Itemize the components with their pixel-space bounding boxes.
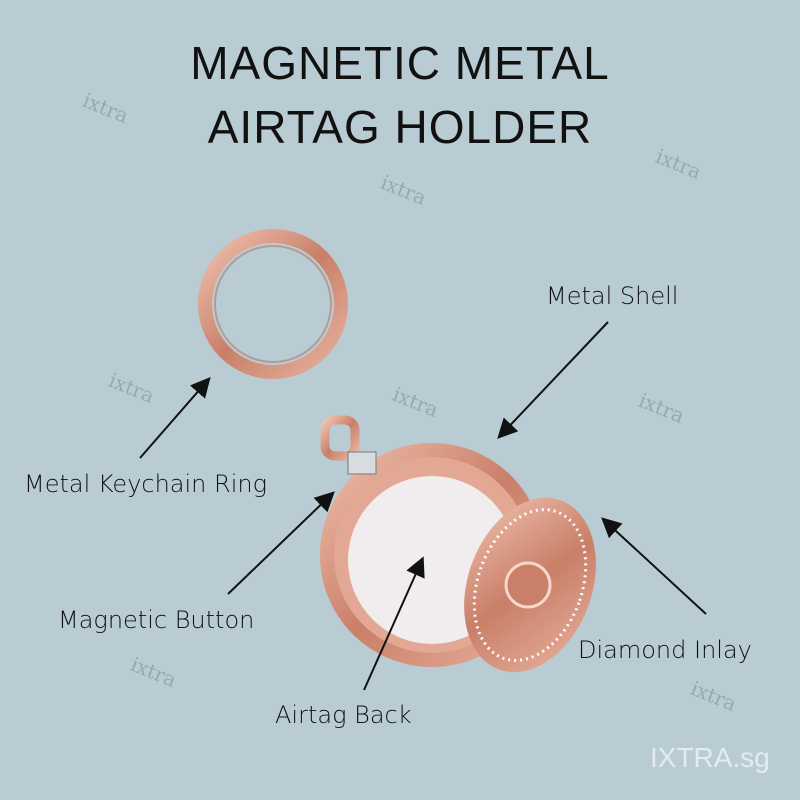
keychain-ring [198, 229, 348, 379]
label-magnetic-button: Magnetic Button [58, 606, 255, 634]
label-airtag-back: Airtag Back [275, 701, 412, 729]
label-diamond-inlay: Diamond Inlay [578, 636, 752, 664]
arrow-button [227, 491, 335, 595]
arrow-shell [497, 321, 609, 439]
lid-center-ornament [504, 561, 552, 609]
locket-lid [464, 497, 596, 673]
title-line-1: MAGNETIC METAL [190, 37, 610, 89]
arrow-keychain [139, 376, 211, 459]
arrow-diamond [601, 517, 707, 615]
brand-logo: IXTRA.sg [650, 742, 770, 773]
label-keychain-ring: Metal Keychain Ring [24, 470, 267, 498]
locket-bail [320, 415, 360, 461]
arrow-airtag [363, 556, 425, 691]
label-metal-shell: Metal Shell [546, 282, 679, 310]
magnetic-button [347, 451, 377, 475]
diamond-inlay [472, 508, 588, 662]
title-line-2: AIRTAG HOLDER [207, 101, 593, 153]
